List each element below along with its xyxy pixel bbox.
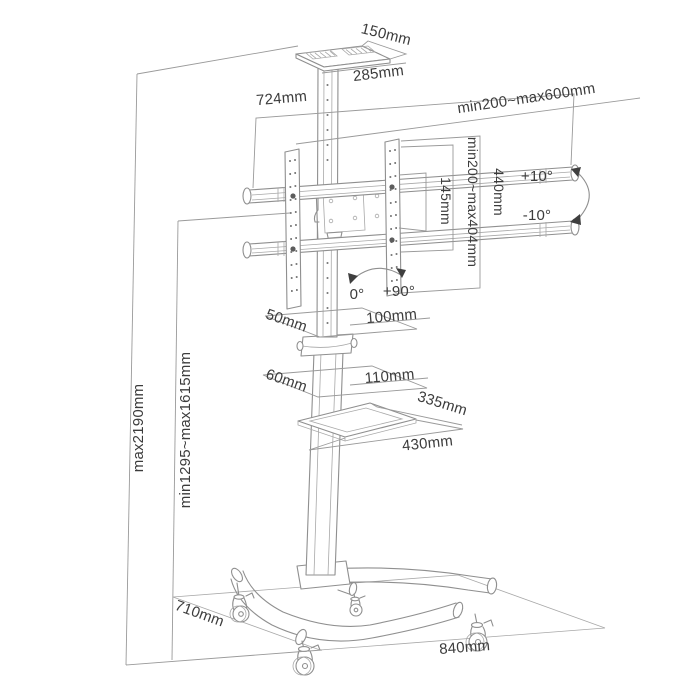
caster-front-right <box>465 613 494 652</box>
rear-left-tube-cap <box>348 582 358 596</box>
dimension-labels: 150mm 285mm 724mm min200~max600mm 145mm … <box>130 20 596 658</box>
front-left-tube-cap <box>230 567 244 583</box>
caster-front-center <box>292 640 321 676</box>
front-center-tube-cap <box>295 628 307 646</box>
dim-label-lower-clamp-depth: 60mm <box>264 366 310 396</box>
dim-label-shelf-width: 430mm <box>401 432 454 454</box>
dim-label-vesa-height: min200~max404mm <box>465 137 481 267</box>
dim-label-total-height: max2190mm <box>130 384 147 473</box>
dim-label-screen-center-height: min1295~max1615mm <box>177 352 194 508</box>
rear-right-tube-cap <box>486 577 498 595</box>
front-right-tube-cap <box>452 601 464 619</box>
clamp-dim-outline-upper <box>264 307 431 338</box>
dim-crossbar-length-line <box>252 93 575 189</box>
dim-label-shelf-depth: 335mm <box>415 388 469 419</box>
angle-label-tilt-down: -10° <box>523 207 551 224</box>
angle-label-tilt-up: +10° <box>521 168 553 185</box>
dim-screen-center-height-line <box>171 220 179 661</box>
dim-total-height-line <box>125 73 138 666</box>
safety-hook <box>312 194 320 223</box>
dim-label-tray-width: 285mm <box>352 62 405 85</box>
dim-label-rail-height: 440mm <box>491 168 507 216</box>
tray-vent-right <box>341 45 376 56</box>
screw-dot <box>389 184 395 190</box>
dim-label-base-width: 840mm <box>439 637 491 658</box>
angle-label-swivel-min: 0° <box>350 286 365 303</box>
dim-shelf-width-line <box>308 419 464 451</box>
screw-dot <box>290 246 296 252</box>
dim-label-lower-clamp-width: 110mm <box>364 366 415 387</box>
dim-rail-height-line <box>400 135 481 294</box>
tray-vent-left <box>305 49 338 60</box>
dim-label-base-depth: 710mm <box>173 597 227 630</box>
pole-lower <box>305 351 344 576</box>
angle-label-swivel-max: +90° <box>383 283 415 300</box>
caster-front-left <box>229 582 255 623</box>
dim-shelf-depth-line <box>371 403 463 426</box>
dim-label-clamp-depth: 50mm <box>264 306 310 336</box>
screw-dot <box>389 237 395 243</box>
dim-label-crossbar-length: 724mm <box>255 88 307 109</box>
dim-vesa-width-line <box>295 97 641 145</box>
dim-label-clamp-width: 100mm <box>365 306 417 327</box>
screw-dot <box>290 193 296 199</box>
av-shelf <box>297 402 417 442</box>
swivel-range-arrow <box>348 267 406 284</box>
dim-label-tray-depth: 150mm <box>359 20 413 49</box>
dim-vesa-height-line <box>400 144 454 253</box>
top-tray <box>295 45 391 72</box>
vesa-rail-right <box>384 138 402 297</box>
dimension-lines <box>125 40 641 666</box>
dim-tray-depth-line <box>361 40 408 60</box>
tilt-range-arrow <box>570 167 590 225</box>
vesa-rail-left <box>284 148 302 310</box>
caster-rear <box>349 593 366 617</box>
dim-label-vesa-width: min200~max600mm <box>456 80 596 117</box>
dim-label-bar-spacing: 145mm <box>438 177 454 225</box>
dim-bar-spacing-line <box>398 172 427 232</box>
tv-bracket <box>242 138 580 310</box>
crossbar-upper <box>242 164 580 205</box>
base-assembly <box>230 560 498 646</box>
dim-tray-width-line <box>321 62 407 74</box>
clamp-dim-outline-lower <box>262 365 429 398</box>
